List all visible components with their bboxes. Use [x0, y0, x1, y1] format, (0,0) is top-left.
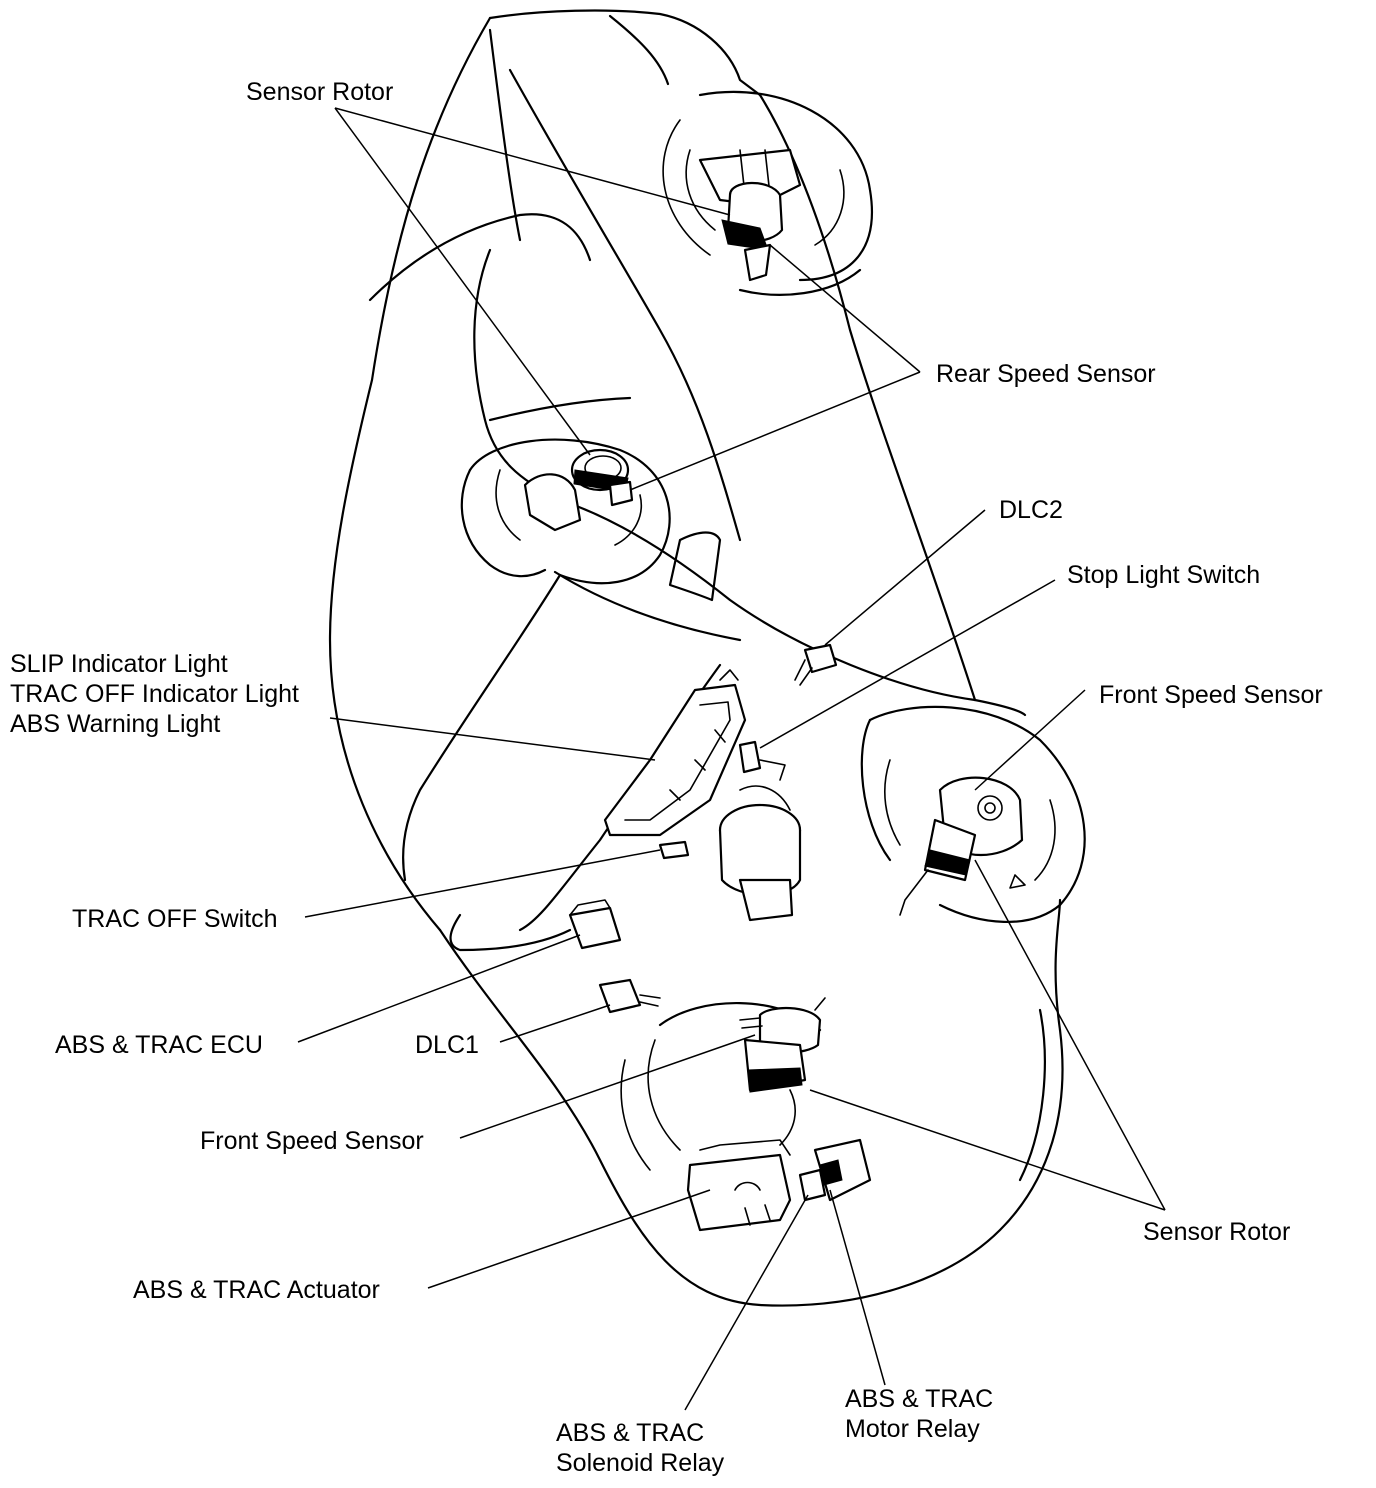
- label-motor-relay-line2: Motor Relay: [845, 1415, 980, 1443]
- label-indicator-lights: SLIP Indicator Light TRAC OFF Indicator …: [10, 649, 299, 739]
- dlc1-connector: [598, 978, 661, 1014]
- label-abs-trac-actuator: ABS & TRAC Actuator: [133, 1276, 380, 1304]
- label-trac-off-switch: TRAC OFF Switch: [72, 905, 278, 933]
- label-abs-trac-ecu: ABS & TRAC ECU: [55, 1031, 263, 1059]
- label-front-speed-sensor-right: Front Speed Sensor: [1099, 681, 1323, 709]
- rear-wheel-upper: [662, 90, 873, 296]
- label-dlc2: DLC2: [999, 496, 1063, 524]
- label-solenoid-relay-line1: ABS & TRAC: [556, 1419, 705, 1447]
- label-rear-speed-sensor: Rear Speed Sensor: [936, 360, 1156, 388]
- label-motor-relay: ABS & TRAC Motor Relay: [845, 1384, 993, 1444]
- trac-off-switch: [658, 840, 690, 860]
- label-solenoid-relay-line2: Solenoid Relay: [556, 1449, 725, 1477]
- rear-wheel-left: [460, 438, 671, 585]
- front-wheel-lower: [620, 997, 826, 1171]
- label-stop-light-switch: Stop Light Switch: [1067, 561, 1261, 589]
- front-wheel-right: [860, 705, 1086, 923]
- label-dlc1: DLC1: [415, 1031, 479, 1059]
- label-motor-relay-line1: ABS & TRAC: [845, 1385, 994, 1413]
- combination-meter: [603, 669, 747, 837]
- abs-trac-ecu: [568, 899, 622, 950]
- dlc2-connector: [794, 643, 838, 686]
- label-sensor-rotor-rear: Sensor Rotor: [246, 78, 394, 106]
- leader-lines: [297, 107, 1166, 1411]
- label-trac-off-indicator-light: TRAC OFF Indicator Light: [10, 680, 299, 708]
- label-solenoid-relay: ABS & TRAC Solenoid Relay: [556, 1418, 724, 1478]
- abs-trac-actuator: [686, 1139, 792, 1232]
- label-front-speed-sensor-left: Front Speed Sensor: [200, 1127, 424, 1155]
- motor-relay: [813, 1138, 872, 1202]
- solenoid-relay: [798, 1168, 827, 1202]
- vehicle-body-outline: [328, 9, 1064, 1307]
- label-slip-indicator-light: SLIP Indicator Light: [10, 650, 228, 678]
- label-sensor-rotor-front: Sensor Rotor: [1143, 1218, 1291, 1246]
- label-abs-warning-light: ABS Warning Light: [10, 710, 221, 738]
- steering-column: [718, 740, 802, 922]
